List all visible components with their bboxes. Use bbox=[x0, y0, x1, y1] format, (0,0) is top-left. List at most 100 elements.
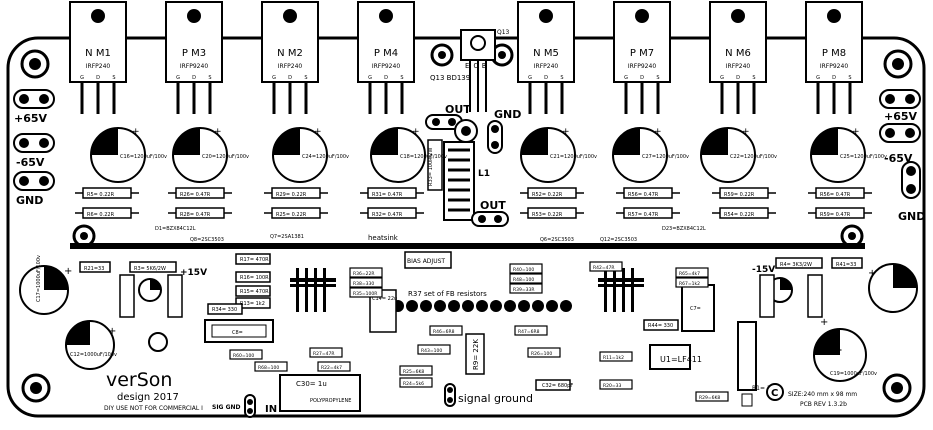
small-resistor-label: R25=6K8 bbox=[403, 369, 424, 375]
emitter-resistor: R32= 0.47R bbox=[360, 207, 424, 219]
pin-label: D bbox=[640, 75, 644, 81]
emitter-resistor: R5= 0.22R bbox=[75, 187, 139, 199]
board-size: SIZE:240 mm x 98 mm bbox=[788, 391, 857, 398]
q8-label: Q8=2SC3503 bbox=[190, 237, 224, 243]
q12-label: Q12=2SC3503 bbox=[600, 237, 637, 243]
r1-label: R1= 1k bbox=[752, 385, 775, 392]
design-year: design 2017 bbox=[117, 392, 179, 403]
pin-label: D bbox=[288, 75, 292, 81]
weee-bin-icon bbox=[741, 393, 753, 407]
r33-label: R33= 100R/2W bbox=[428, 148, 434, 186]
small-resistor: R38=330 bbox=[349, 277, 383, 288]
small-resistor-label: R11=1k2 bbox=[603, 355, 624, 361]
terminal-label-plus65-right: +65V bbox=[884, 110, 918, 123]
small-resistor: R26=100 bbox=[527, 347, 561, 358]
c17-label: C17=1000uF/100v bbox=[36, 255, 42, 302]
svg-text:+: + bbox=[314, 127, 322, 137]
small-resistor-label: R43=100 bbox=[421, 348, 442, 354]
small-resistor: R43=100 bbox=[417, 344, 451, 355]
resistor-label: R54= 0.22R bbox=[724, 212, 755, 218]
c8-label: C8= bbox=[232, 330, 243, 336]
brand-logo: verSon bbox=[106, 369, 172, 391]
small-resistor: R36=22R bbox=[349, 267, 383, 278]
small-resistor: R46=6R8 bbox=[429, 325, 463, 336]
emitter-resistor: R57= 0.47R bbox=[616, 207, 680, 219]
power-terminals-right: +65V -65V GND bbox=[879, 89, 925, 223]
terminal-label-plus65-left: +65V bbox=[14, 112, 48, 125]
capacitor-label: C25=1200uF/100v bbox=[840, 154, 887, 160]
small-resistor-label: R24=5k6 bbox=[403, 381, 424, 387]
small-resistor: R35=100R bbox=[349, 287, 383, 298]
resistor-label: R52= 0.22R bbox=[532, 192, 563, 198]
terminal-label-minus65-left: -65V bbox=[16, 156, 45, 169]
pin-label: G bbox=[176, 75, 180, 81]
emitter-resistor: R59= 0.47R bbox=[808, 207, 872, 219]
mosfet-part: IRFP9240 bbox=[180, 63, 208, 70]
small-resistor-label: R67=1k2 bbox=[679, 281, 700, 287]
mosfet-label: N M6 bbox=[725, 48, 751, 59]
top-capacitor-1: C20=1200uF/100v+ bbox=[172, 127, 249, 183]
top-capacitor-0: C16=1200uF/100v+ bbox=[90, 127, 167, 183]
pin-label: G bbox=[720, 75, 724, 81]
r41-label: R41=33 bbox=[836, 262, 856, 268]
pin-label: D bbox=[96, 75, 100, 81]
emitter-resistor: R6= 0.22R bbox=[75, 207, 139, 219]
capacitor-label: C24=1200uF/100v bbox=[302, 154, 349, 160]
emitter-resistor: R56= 0.47R bbox=[616, 187, 680, 199]
diy-notice: DIY USE NOT FOR COMMERCIAL I bbox=[104, 405, 203, 412]
small-resistor-label: R42=47R bbox=[593, 265, 614, 271]
q7-label: Q7=2SA1381 bbox=[270, 234, 304, 240]
capacitor-label: C27=1200uF/100v bbox=[642, 154, 689, 160]
capacitor-label: C20=1200uF/100v bbox=[202, 154, 249, 160]
pin-label: D bbox=[736, 75, 740, 81]
emitter-resistor: R56= 0.47R bbox=[808, 187, 872, 199]
c12-label: C12=1000uF/100v bbox=[70, 352, 117, 358]
resistor-label: R56= 0.47R bbox=[820, 192, 851, 198]
pin-label: S bbox=[304, 75, 307, 81]
pcb-revision: PCB REV 1.3.2b bbox=[800, 401, 847, 408]
c14-label: C14= 22u bbox=[372, 296, 397, 302]
mosfet-label: P M8 bbox=[822, 48, 846, 59]
terminal-label-minus65-right: -65V bbox=[884, 152, 913, 165]
small-resistor-label: R39=33R bbox=[513, 287, 534, 293]
pin-label: G bbox=[368, 75, 372, 81]
c19-label: C19=1000uF/100v bbox=[830, 371, 877, 377]
mosfet-part: IRFP9240 bbox=[820, 63, 848, 70]
d23-label: D23=BZX84C12L bbox=[662, 226, 706, 232]
emitter-resistor: R53= 0.22R bbox=[520, 207, 584, 219]
r21-label: R21=33 bbox=[84, 266, 104, 272]
capacitor-label: C18=1200uF/100v bbox=[400, 154, 447, 160]
copyright-icon bbox=[766, 383, 784, 401]
resistor-label: R57= 0.47R bbox=[628, 212, 659, 218]
pin-label: G bbox=[80, 75, 84, 81]
small-resistor-label: R29=6K8 bbox=[699, 395, 720, 401]
small-resistor: R29=6K8 bbox=[695, 391, 729, 402]
top-capacitor-4: C21=1200uF/100v+ bbox=[520, 127, 597, 183]
small-resistor: R27=47R bbox=[309, 347, 343, 358]
small-resistor-label: R60=100 bbox=[233, 353, 254, 359]
pin-label: S bbox=[400, 75, 403, 81]
svg-text:+: + bbox=[132, 127, 140, 137]
top-capacitor-6: C22=1200uF/100v+ bbox=[700, 127, 777, 183]
pin-label: G bbox=[528, 75, 532, 81]
small-resistor: R65=4k7 bbox=[675, 267, 709, 278]
resistor-label: R59= 0.47R bbox=[820, 212, 851, 218]
power-terminals-left: +65V -65V GND bbox=[13, 89, 55, 207]
small-resistor-label: R35=100R bbox=[353, 291, 377, 297]
emitter-resistor: R31= 0.47R bbox=[360, 187, 424, 199]
pin-label: D bbox=[192, 75, 196, 81]
small-resistor-label: R38=330 bbox=[353, 281, 374, 287]
pin-label: D bbox=[832, 75, 836, 81]
mosfet-part: IRFP9240 bbox=[628, 63, 656, 70]
lower-components: BIAS ADJUST +15V -15V C8= C7= C14= 22u U… bbox=[79, 251, 863, 418]
svg-text:+: + bbox=[64, 266, 72, 277]
svg-text:+: + bbox=[820, 317, 828, 328]
small-resistor: R67=1k2 bbox=[675, 277, 709, 288]
input-in-label: IN bbox=[265, 404, 277, 415]
emitter-resistor: R28= 0.47R bbox=[168, 207, 232, 219]
small-resistor-label: R48=100 bbox=[513, 277, 534, 283]
